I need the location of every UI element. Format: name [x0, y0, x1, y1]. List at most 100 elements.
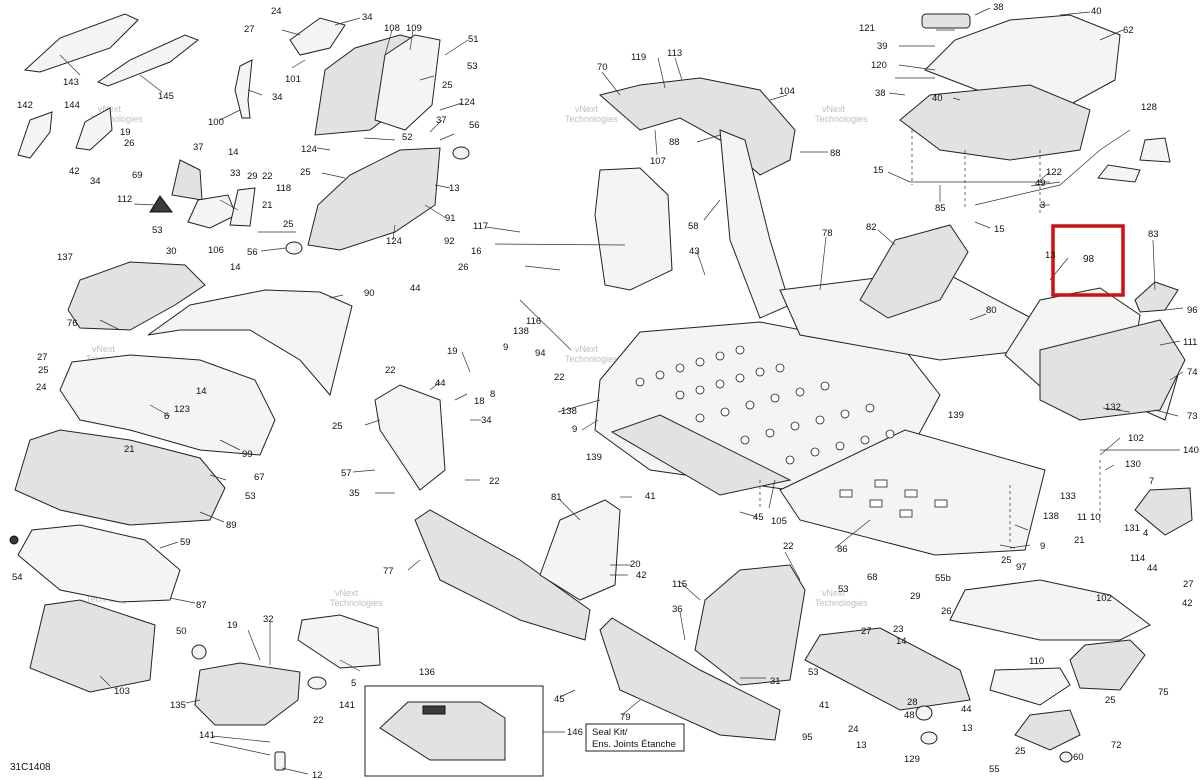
callout[interactable]: 85 — [935, 203, 946, 214]
callout[interactable]: 139 — [586, 452, 602, 463]
callout[interactable]: 130 — [1125, 459, 1141, 470]
callout[interactable]: 119 — [631, 52, 646, 63]
callout[interactable]: 90 — [364, 288, 375, 299]
callout[interactable]: 34 — [362, 12, 373, 23]
callout[interactable]: 60 — [1073, 752, 1084, 763]
callout[interactable]: 23 — [893, 624, 904, 635]
callout[interactable]: 53 — [808, 667, 819, 678]
callout[interactable]: 40 — [1091, 6, 1102, 17]
callout[interactable]: 56 — [247, 247, 258, 258]
callout[interactable]: 89 — [226, 520, 237, 531]
callout[interactable]: 137 — [57, 252, 73, 263]
callout[interactable]: 45 — [554, 694, 565, 705]
callout[interactable]: 44 — [961, 704, 972, 715]
callout[interactable]: 128 — [1141, 102, 1157, 113]
callout[interactable]: 9 — [1040, 541, 1045, 552]
callout[interactable]: 97 — [1016, 562, 1027, 573]
callout[interactable]: 83 — [1148, 229, 1159, 240]
callout[interactable]: 45 — [753, 512, 764, 523]
callout[interactable]: 19 — [120, 127, 131, 138]
callout[interactable]: 53 — [245, 491, 256, 502]
callout[interactable]: 145 — [158, 91, 174, 102]
callout[interactable]: 58 — [688, 221, 699, 232]
callout[interactable]: 53 — [152, 225, 163, 236]
callout[interactable]: 18 — [474, 396, 485, 407]
callout[interactable]: 9 — [503, 342, 508, 353]
callout[interactable]: 135 — [170, 700, 186, 711]
callout[interactable]: 140 — [1183, 445, 1199, 456]
callout[interactable]: 72 — [1111, 740, 1122, 751]
callout[interactable]: 44 — [410, 283, 421, 294]
callout[interactable]: 10 — [1090, 512, 1101, 523]
callout[interactable]: 35 — [349, 488, 360, 499]
callout[interactable]: 108 — [384, 23, 400, 34]
callout[interactable]: 110 — [1029, 656, 1044, 667]
callout[interactable]: 77 — [383, 566, 394, 577]
callout[interactable]: 12 — [312, 770, 323, 780]
callout[interactable]: 139 — [948, 410, 964, 421]
callout[interactable]: 120 — [871, 60, 887, 71]
callout[interactable]: 15 — [994, 224, 1005, 235]
callout[interactable]: 112 — [117, 194, 132, 205]
callout[interactable]: 104 — [779, 86, 795, 97]
callout[interactable]: 114 — [1130, 553, 1145, 564]
callout[interactable]: 26 — [124, 138, 135, 149]
callout[interactable]: 100 — [208, 117, 224, 128]
callout[interactable]: 69 — [132, 170, 143, 181]
callout[interactable]: 43 — [689, 246, 700, 257]
callout[interactable]: 138 — [561, 406, 577, 417]
callout[interactable]: 21 — [1074, 535, 1085, 546]
callout[interactable]: 13 — [449, 183, 460, 194]
callout[interactable]: 76 — [67, 318, 78, 329]
callout[interactable]: 106 — [208, 245, 224, 256]
callout[interactable]: 37 — [436, 115, 447, 126]
callout[interactable]: 86 — [837, 544, 848, 555]
callout[interactable]: 11 — [1077, 512, 1087, 523]
callout[interactable]: 59 — [180, 537, 191, 548]
callout[interactable]: 29 — [247, 171, 258, 182]
callout[interactable]: 70 — [597, 62, 608, 73]
callout[interactable]: 27 — [1183, 579, 1194, 590]
callout[interactable]: 44 — [435, 378, 446, 389]
callout[interactable]: 39 — [877, 41, 888, 52]
callout[interactable]: 20 — [630, 559, 641, 570]
callout[interactable]: 102 — [1096, 593, 1112, 604]
callout[interactable]: 36 — [672, 604, 683, 615]
callout[interactable]: 50 — [176, 626, 187, 637]
callout[interactable]: 40 — [932, 93, 943, 104]
callout[interactable]: 144 — [64, 100, 80, 111]
callout[interactable]: 34 — [272, 92, 283, 103]
callout[interactable]: 51 — [468, 34, 479, 45]
callout[interactable]: 9 — [572, 424, 577, 435]
callout[interactable]: 49 — [1035, 178, 1046, 189]
callout[interactable]: 81 — [551, 492, 562, 503]
callout[interactable]: 6 — [164, 411, 169, 422]
callout[interactable]: 101 — [285, 74, 301, 85]
callout[interactable]: 136 — [419, 667, 435, 678]
callout[interactable]: 14 — [230, 262, 241, 273]
callout[interactable]: 67 — [254, 472, 265, 483]
callout[interactable]: 131 — [1124, 523, 1140, 534]
callout[interactable]: 88 — [669, 137, 680, 148]
callout[interactable]: 91 — [445, 213, 456, 224]
callout[interactable]: 34 — [90, 176, 101, 187]
callout[interactable]: 111 — [1183, 337, 1197, 348]
callout[interactable]: 19 — [447, 346, 458, 357]
callout[interactable]: 44 — [1147, 563, 1158, 574]
callout[interactable]: 42 — [1182, 598, 1193, 609]
callout[interactable]: 132 — [1105, 402, 1121, 413]
callout[interactable]: 14 — [896, 636, 907, 647]
callout[interactable]: 33 — [230, 168, 241, 179]
callout[interactable]: 25 — [300, 167, 311, 178]
callout[interactable]: 24 — [848, 724, 859, 735]
callout[interactable]: 94 — [535, 348, 546, 359]
callout[interactable]: 4 — [1143, 528, 1148, 539]
callout[interactable]: 121 — [859, 23, 875, 34]
callout[interactable]: 22 — [489, 476, 500, 487]
callout[interactable]: 129 — [904, 754, 920, 765]
callout[interactable]: 55b — [935, 573, 951, 584]
callout[interactable]: 124 — [386, 236, 402, 247]
callout[interactable]: 57 — [341, 468, 352, 479]
callout[interactable]: 27 — [37, 352, 48, 363]
highlight-box[interactable] — [1051, 224, 1125, 297]
